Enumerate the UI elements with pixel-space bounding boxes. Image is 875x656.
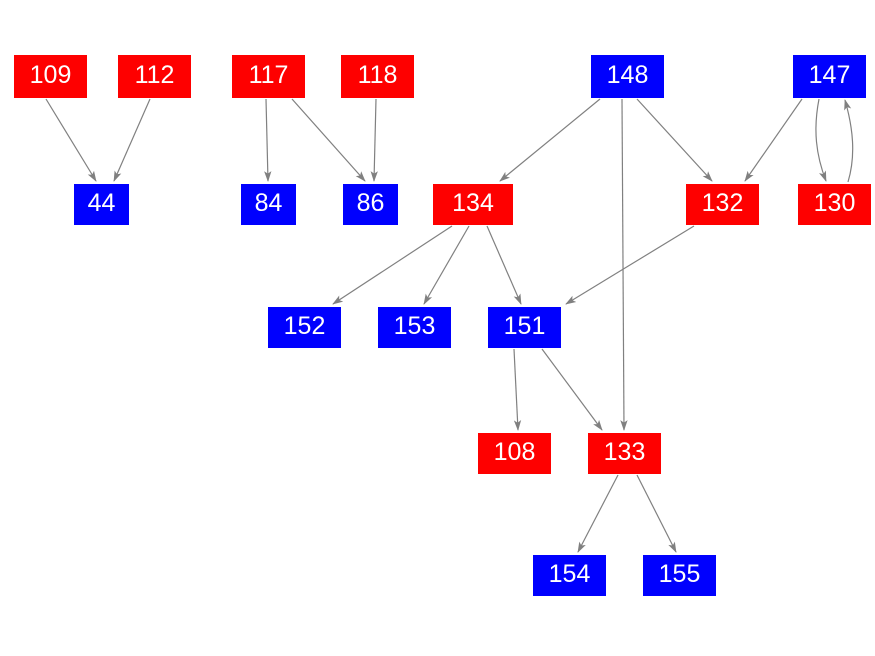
graph-node-label: 133 [603,438,646,466]
graph-node-118[interactable]: 118 [341,55,414,98]
graph-edge [499,98,601,182]
graph-node-label: 86 [356,189,385,217]
graph-node-label: 147 [808,61,851,89]
graph-edge [264,98,272,182]
graph-node-label: 155 [658,560,701,588]
graph-node-44[interactable]: 44 [74,184,129,225]
graph-node-112[interactable]: 112 [118,55,191,98]
graph-node-label: 130 [813,189,856,217]
graph-edge [513,348,522,431]
graph-node-84[interactable]: 84 [241,184,296,225]
graph-node-151[interactable]: 151 [488,307,561,348]
graph-edge [486,225,522,305]
graph-node-147[interactable]: 147 [793,55,866,98]
graph-node-148[interactable]: 148 [591,55,664,98]
graph-node-132[interactable]: 132 [686,184,759,225]
graph-node-label: 118 [357,61,398,89]
graph-node-134[interactable]: 134 [433,184,513,225]
graph-node-label: 44 [87,189,116,217]
graph-edge [370,98,378,182]
graph-edge [744,98,803,182]
graph-node-label: 117 [248,61,289,89]
graph-node-label: 132 [701,189,744,217]
graph-node-152[interactable]: 152 [268,307,341,348]
graph-edge [565,225,695,305]
graph-edge [291,98,366,182]
graph-node-label: 112 [134,61,175,89]
graph-edge [844,99,854,183]
graph-edge [636,98,713,182]
graph-node-label: 148 [606,61,649,89]
graph-edge [45,98,97,182]
graph-node-108[interactable]: 108 [478,433,551,474]
graph-node-label: 151 [503,312,546,340]
graph-node-117[interactable]: 117 [232,55,305,98]
graph-node-155[interactable]: 155 [643,555,716,596]
graph-edge [332,225,453,305]
graph-node-label: 134 [452,189,494,217]
graph-node-130[interactable]: 130 [798,184,871,225]
graph-node-154[interactable]: 154 [533,555,606,596]
graph-node-label: 152 [283,312,326,340]
graph-node-109[interactable]: 109 [14,55,87,98]
graph-edge [636,474,677,553]
graph-node-label: 109 [29,61,72,89]
graph-node-133[interactable]: 133 [588,433,661,474]
graph-node-label: 108 [493,438,536,466]
graph-edge [577,474,619,553]
graph-edge [541,348,603,431]
graph-node-label: 154 [548,560,591,588]
graph-edge [113,98,151,182]
graph-edge [620,98,628,431]
graph-node-153[interactable]: 153 [378,307,451,348]
graph-node-label: 84 [254,189,283,217]
graph-edge [815,98,827,182]
graph-edge [423,225,470,305]
graph-node-86[interactable]: 86 [343,184,398,225]
graph-node-label: 153 [393,312,436,340]
